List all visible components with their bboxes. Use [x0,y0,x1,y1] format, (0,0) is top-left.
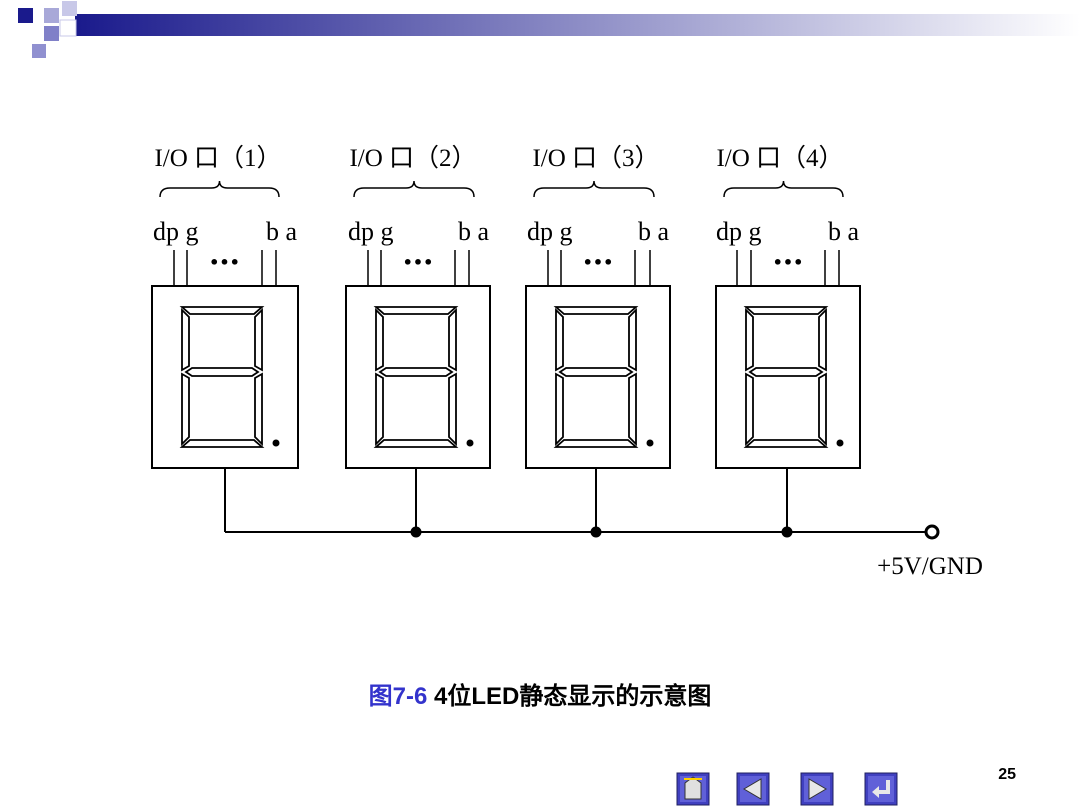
pin-label-left: dp g [348,217,394,246]
home-icon [676,772,710,806]
pin-ellipsis: ••• [403,253,434,272]
led-package [525,285,671,469]
decimal-point-segment [646,439,654,447]
led-segment [628,307,637,372]
led-digit: dp g b a ••• [151,180,299,469]
header-square [32,44,46,58]
common-bus [224,468,940,540]
led-segment [448,307,457,372]
led-segment [373,306,459,315]
led-segment [818,307,827,372]
junction-dot [590,526,602,538]
port-brace [353,180,475,198]
led-digit: dp g b a ••• [525,180,671,469]
junction-dot [781,526,793,538]
port-brace [159,180,280,198]
led-segment [743,306,829,315]
decimal-point-segment [272,439,280,447]
decimal-point-segment [836,439,844,447]
led-segment [184,367,260,377]
header-gradient-bar [75,14,1080,36]
led-segment [555,372,564,447]
port-brace [533,180,655,198]
pin-label-right: b a [458,217,490,246]
page-number: 25 [998,766,1016,783]
supply-label: +5V/GND [877,553,983,580]
led-segment [553,439,639,448]
led-segment [181,372,190,447]
junction-dot [410,526,422,538]
led-package [345,285,491,469]
led-segment [179,306,265,315]
next-button[interactable] [800,772,834,806]
caption-number: 图7-6 [368,683,428,710]
led-digits: dp g b a ••• dp g b a ••• dp g b a ••• dp g b a ••• [151,180,861,469]
header-square [44,8,59,23]
led-segment [179,439,265,448]
home-button[interactable] [676,772,710,806]
previous-button[interactable] [736,772,770,806]
led-segment [378,367,454,377]
next-icon [800,772,834,806]
led-package [715,285,861,469]
port-label: I/O 口（2） [349,144,476,172]
terminal-circle [924,524,940,540]
port-brace [723,180,844,198]
pin-ellipsis: ••• [209,253,240,272]
port-labels: I/O 口（1） I/O 口（2） I/O 口（3） I/O 口（4） [154,144,843,172]
caption-text: 4位LED静态显示的示意图 [434,683,712,710]
led-segment [745,372,754,447]
led-segment [745,307,754,372]
led-segment [181,307,190,372]
led-segment [818,372,827,447]
port-label: I/O 口（4） [716,144,843,172]
pin-label-right: b a [266,217,298,246]
header-decoration [18,1,1080,58]
led-segment [375,372,384,447]
pin-label-left: dp g [153,217,199,246]
return-icon [864,772,898,806]
header-square [59,19,77,37]
led-package [151,285,299,469]
led-segment [628,372,637,447]
figure-caption: 图7-6 4位LED静态显示的示意图 [0,676,1080,711]
pin-label-left: dp g [716,217,762,246]
pin-ellipsis: ••• [773,253,804,272]
header-square [18,8,33,23]
pin-label-left: dp g [527,217,573,246]
led-segment [373,439,459,448]
led-segment [254,307,263,372]
pin-ellipsis: ••• [583,253,614,272]
decimal-point-segment [466,439,474,447]
led-segment [375,307,384,372]
pin-label-right: b a [828,217,860,246]
led-segment [555,307,564,372]
port-label: I/O 口（1） [154,144,281,172]
header-square [62,1,77,16]
led-segment [553,306,639,315]
pin-label-right: b a [638,217,670,246]
led-segment [448,372,457,447]
port-label: I/O 口（3） [532,144,659,172]
led-segment [743,439,829,448]
led-digit: dp g b a ••• [345,180,491,469]
led-segment [748,367,824,377]
led-digit: dp g b a ••• [715,180,861,469]
led-segment [254,372,263,447]
prev-icon [736,772,770,806]
led-segment [558,367,634,377]
return-button[interactable] [864,772,898,806]
header-square [44,26,59,41]
